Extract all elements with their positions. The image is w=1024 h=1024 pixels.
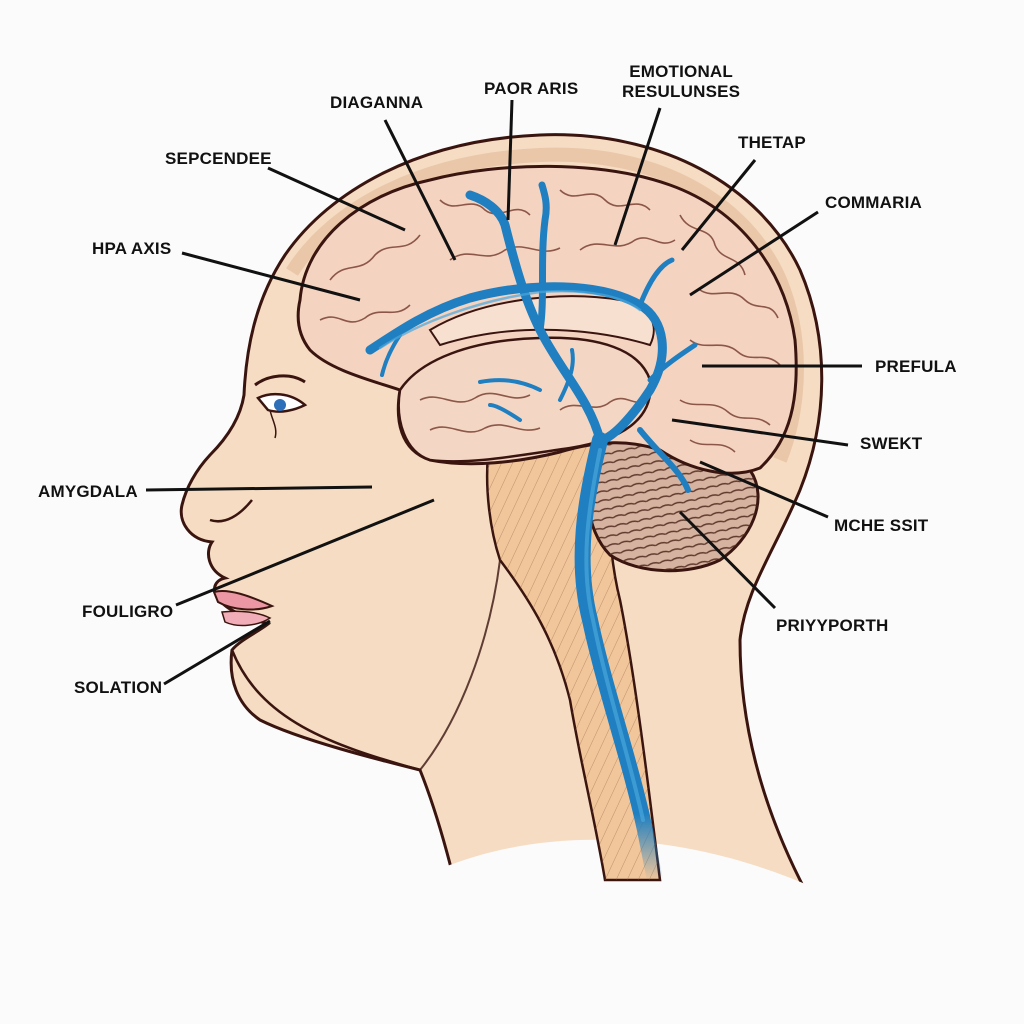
leader-line-sepcendee xyxy=(267,166,406,232)
upper-lip xyxy=(212,590,275,611)
iris xyxy=(274,399,286,411)
label-mche-ssit: MCHE SSIT xyxy=(834,516,929,535)
brainstem xyxy=(485,428,662,882)
leader-line-hpa-axis xyxy=(181,251,361,302)
lower-lip xyxy=(221,610,272,627)
leader-line-solation xyxy=(163,619,271,686)
label-hpa-axis: HPA AXIS xyxy=(92,239,172,258)
face-features xyxy=(209,374,308,627)
label-thetap: THETAP xyxy=(738,133,806,152)
label-prefula: PREFULA xyxy=(875,357,957,376)
eyebrow xyxy=(254,374,306,387)
label-sepcendee: SEPCENDEE xyxy=(165,149,272,168)
leader-line-diaganna xyxy=(383,119,457,261)
cheek-line xyxy=(419,559,501,771)
bottom-fade xyxy=(380,839,840,1024)
leader-line-commaria xyxy=(689,210,819,297)
jaw-line xyxy=(230,649,421,772)
leader-line-priryporth xyxy=(678,510,777,610)
leader-lines xyxy=(145,99,862,686)
label-swekt: SWEKT xyxy=(860,434,923,453)
leader-line-fouligro xyxy=(175,498,435,607)
label-commaria: COMMARIA xyxy=(825,193,922,212)
label-solation: SOLATION xyxy=(74,678,163,697)
label-fouligro: FOULIGRO xyxy=(82,602,174,621)
brain-folds xyxy=(319,189,781,453)
label-priryporth: PRIYYPORTH xyxy=(776,616,889,635)
blood-vessels xyxy=(365,181,698,888)
leader-line-paor-aris xyxy=(506,99,514,221)
label-emotional-responses: EMOTIONAL RESULUNSES xyxy=(622,62,741,101)
label-paor-aris: PAOR ARIS xyxy=(484,79,579,98)
label-amygdala: AMYGDALA xyxy=(38,482,138,501)
nostril xyxy=(209,499,253,523)
leader-line-emotional xyxy=(613,107,662,246)
leader-line-swekt xyxy=(671,418,849,447)
leader-line-mche-ssit xyxy=(699,460,829,519)
leader-line-thetap xyxy=(680,159,757,251)
label-diaganna: DIAGANNA xyxy=(330,93,424,112)
leader-line-amygdala xyxy=(145,485,373,492)
